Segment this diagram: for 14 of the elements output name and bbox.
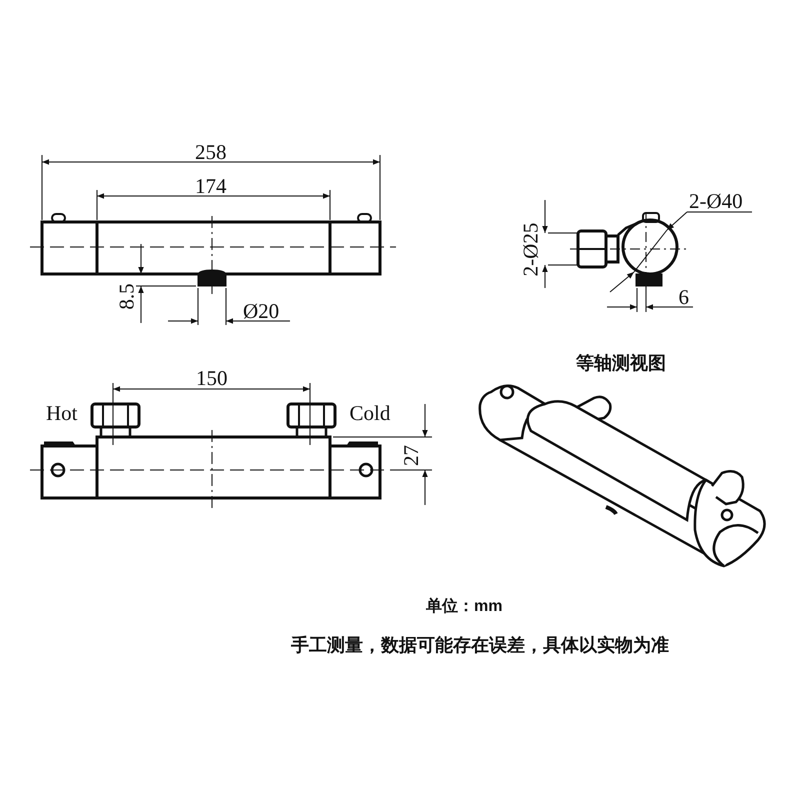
dimension-label: 2-Ø25 bbox=[520, 222, 542, 276]
view-title: 等轴测视图 bbox=[576, 354, 666, 372]
measurement-note: 手工测量，数据可能存在误差，具体以实物为准 bbox=[291, 636, 669, 654]
inlet-label: Hot bbox=[46, 402, 78, 424]
dimension-label: 150 bbox=[196, 368, 228, 388]
inlet-label: Cold bbox=[350, 402, 390, 424]
unit-note: 单位：mm bbox=[426, 599, 502, 615]
dimension-label: 6 bbox=[678, 286, 689, 308]
dimension-label: 8.5 bbox=[116, 282, 138, 310]
dimension-label: 2-Ø40 bbox=[689, 190, 743, 212]
dimension-label: Ø20 bbox=[243, 300, 280, 322]
dimension-label: 258 bbox=[195, 142, 226, 162]
dimension-label: 174 bbox=[195, 176, 226, 196]
dimension-label: 27 bbox=[400, 444, 422, 466]
